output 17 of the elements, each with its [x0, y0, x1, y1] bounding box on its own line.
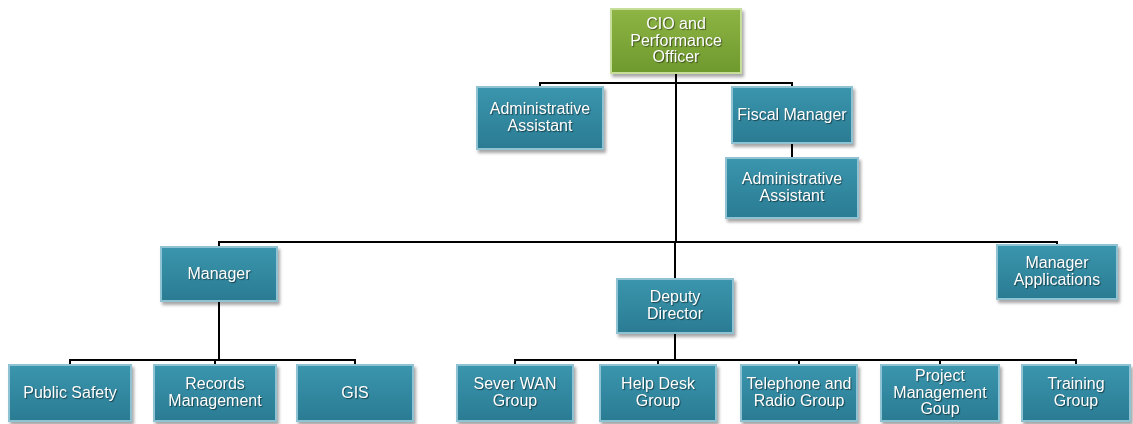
position-box: Manager — [160, 246, 278, 302]
position-box: Public Safety — [8, 364, 132, 422]
position-box: Fiscal Manager — [731, 86, 853, 144]
connector-line — [218, 301, 356, 365]
position-box: Manager Applications — [996, 244, 1118, 300]
position-box: Telephone and Radio Group — [740, 364, 858, 422]
position-box: GIS — [296, 364, 414, 422]
position-box: Administrative Assistant — [476, 86, 604, 150]
position-box: Training Group — [1021, 364, 1131, 422]
position-box: Project Management Goup — [880, 364, 1000, 422]
position-box: CIO and Performance Officer — [610, 8, 742, 74]
position-box: Deputy Director — [616, 278, 734, 334]
position-box: Administrative Assistant — [725, 157, 859, 219]
position-box: Help Desk Group — [599, 364, 717, 422]
position-box: Sever WAN Group — [456, 364, 574, 422]
position-box: Records Management — [153, 364, 277, 422]
connector-line — [791, 143, 793, 158]
